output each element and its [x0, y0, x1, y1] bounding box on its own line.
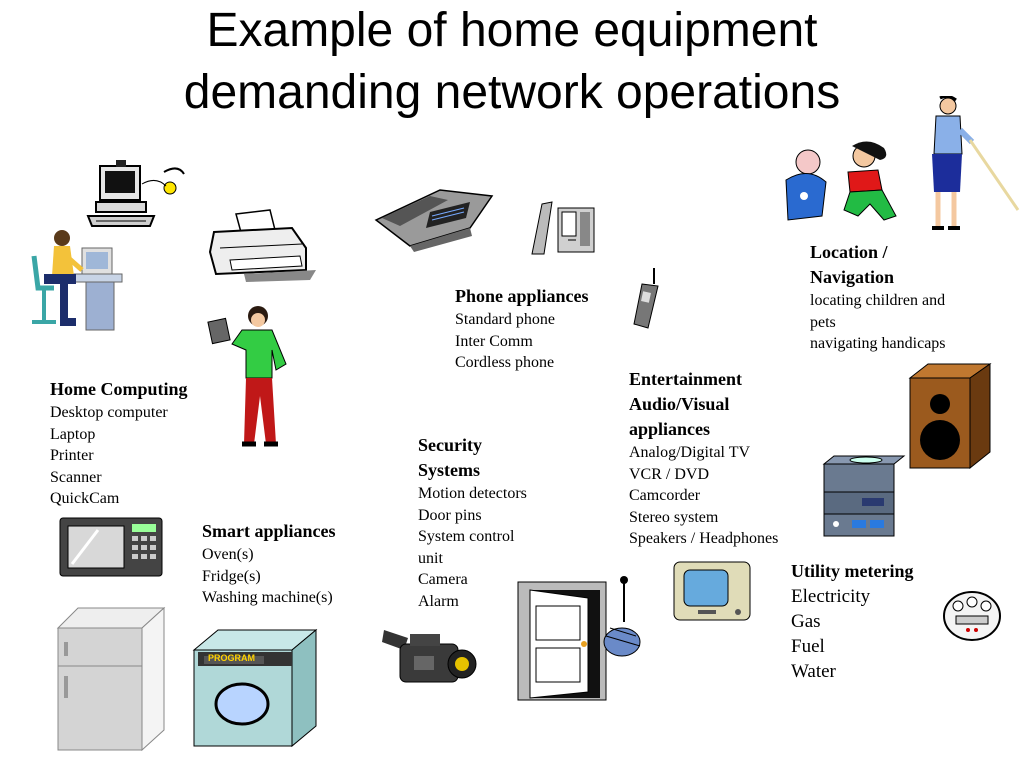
smart-appliances-section: Smart appliances Oven(s) Fridge(s) Washi… [202, 519, 336, 609]
home-computing-section: Home Computing Desktop computer Laptop P… [50, 377, 188, 510]
security-systems-section: Security Systems Motion detectors Door p… [418, 433, 527, 612]
list-item: Alarm [418, 592, 459, 610]
security-heading-line-1: Security [418, 435, 482, 455]
washer-program-label: PROGRAM [208, 653, 255, 663]
cordless-phone-icon [630, 266, 660, 330]
list-item: Analog/Digital TV [629, 444, 751, 461]
list-item: Washing machine(s) [202, 589, 333, 606]
stereo-icon [822, 454, 906, 538]
title-line-2: demanding network operations [183, 66, 841, 119]
list-item: Scanner [50, 468, 102, 486]
fax-machine-icon [370, 186, 496, 252]
list-item: Standard phone [455, 311, 555, 328]
list-item: Printer [50, 447, 94, 464]
list-item: Desktop computer [50, 404, 168, 421]
entertainment-heading-line-2: Audio/Visual [629, 394, 730, 414]
blind-person-icon [926, 96, 1022, 234]
fridge-icon [56, 606, 166, 752]
list-item: Speakers / Headphones [629, 530, 779, 547]
computer-user-icon [24, 226, 130, 332]
meter-icon [942, 590, 1002, 642]
entertainment-heading-line-1: Entertainment [629, 369, 742, 389]
smart-appliances-heading: Smart appliances [202, 521, 336, 541]
speaker-icon [906, 362, 992, 470]
list-item: Stereo system [629, 508, 719, 526]
list-item: navigating handicaps [810, 335, 946, 352]
list-item: Camcorder [629, 487, 701, 504]
location-heading-line-1: Location / [810, 242, 888, 262]
list-item: Oven(s) [202, 546, 254, 563]
entertainment-section: Entertainment Audio/Visual appliances An… [629, 367, 778, 550]
list-item: Inter Comm [455, 332, 533, 350]
desktop-computer-icon [86, 158, 190, 230]
list-item: locating children and [810, 292, 946, 309]
list-item: Fridge(s) [202, 567, 261, 585]
microwave-icon [58, 516, 164, 578]
entertainment-heading-line-3: appliances [629, 419, 711, 439]
title-line-1: Example of home equipment [206, 4, 818, 57]
tv-icon [672, 558, 752, 622]
page-title: Example of home equipment demanding netw… [0, 0, 1024, 124]
list-item: Electricity [791, 586, 871, 607]
camcorder-icon [380, 628, 478, 688]
phone-appliances-section: Phone appliances Standard phone Inter Co… [455, 284, 589, 374]
list-item: Motion detectors [418, 485, 527, 502]
laptop-woman-icon [206, 304, 298, 456]
utility-heading: Utility metering [791, 561, 914, 581]
door-icon [514, 576, 650, 702]
washing-machine-icon: PROGRAM [192, 628, 320, 748]
list-item: Cordless phone [455, 354, 555, 371]
list-item: VCR / DVD [629, 465, 710, 483]
list-item: QuickCam [50, 490, 120, 507]
utility-metering-section: Utility metering Electricity Gas Fuel Wa… [791, 559, 913, 684]
list-item: pets [810, 313, 836, 331]
security-heading-line-2: Systems [418, 460, 480, 480]
list-item: Laptop [50, 425, 96, 443]
list-item: Gas [791, 611, 821, 632]
list-item: unit [418, 549, 443, 567]
list-item: Water [791, 661, 836, 682]
list-item: Camera [418, 571, 468, 588]
location-navigation-section: Location / Navigation locating children … [810, 240, 946, 355]
list-item: Door pins [418, 506, 482, 524]
home-computing-heading: Home Computing [50, 379, 188, 399]
list-item: Fuel [791, 636, 825, 657]
children-icon [778, 136, 906, 226]
location-heading-line-2: Navigation [810, 267, 895, 287]
printer-icon [206, 208, 318, 282]
list-item: System control [418, 528, 515, 545]
phone-appliances-heading: Phone appliances [455, 286, 589, 306]
phone-base-icon [528, 200, 600, 258]
